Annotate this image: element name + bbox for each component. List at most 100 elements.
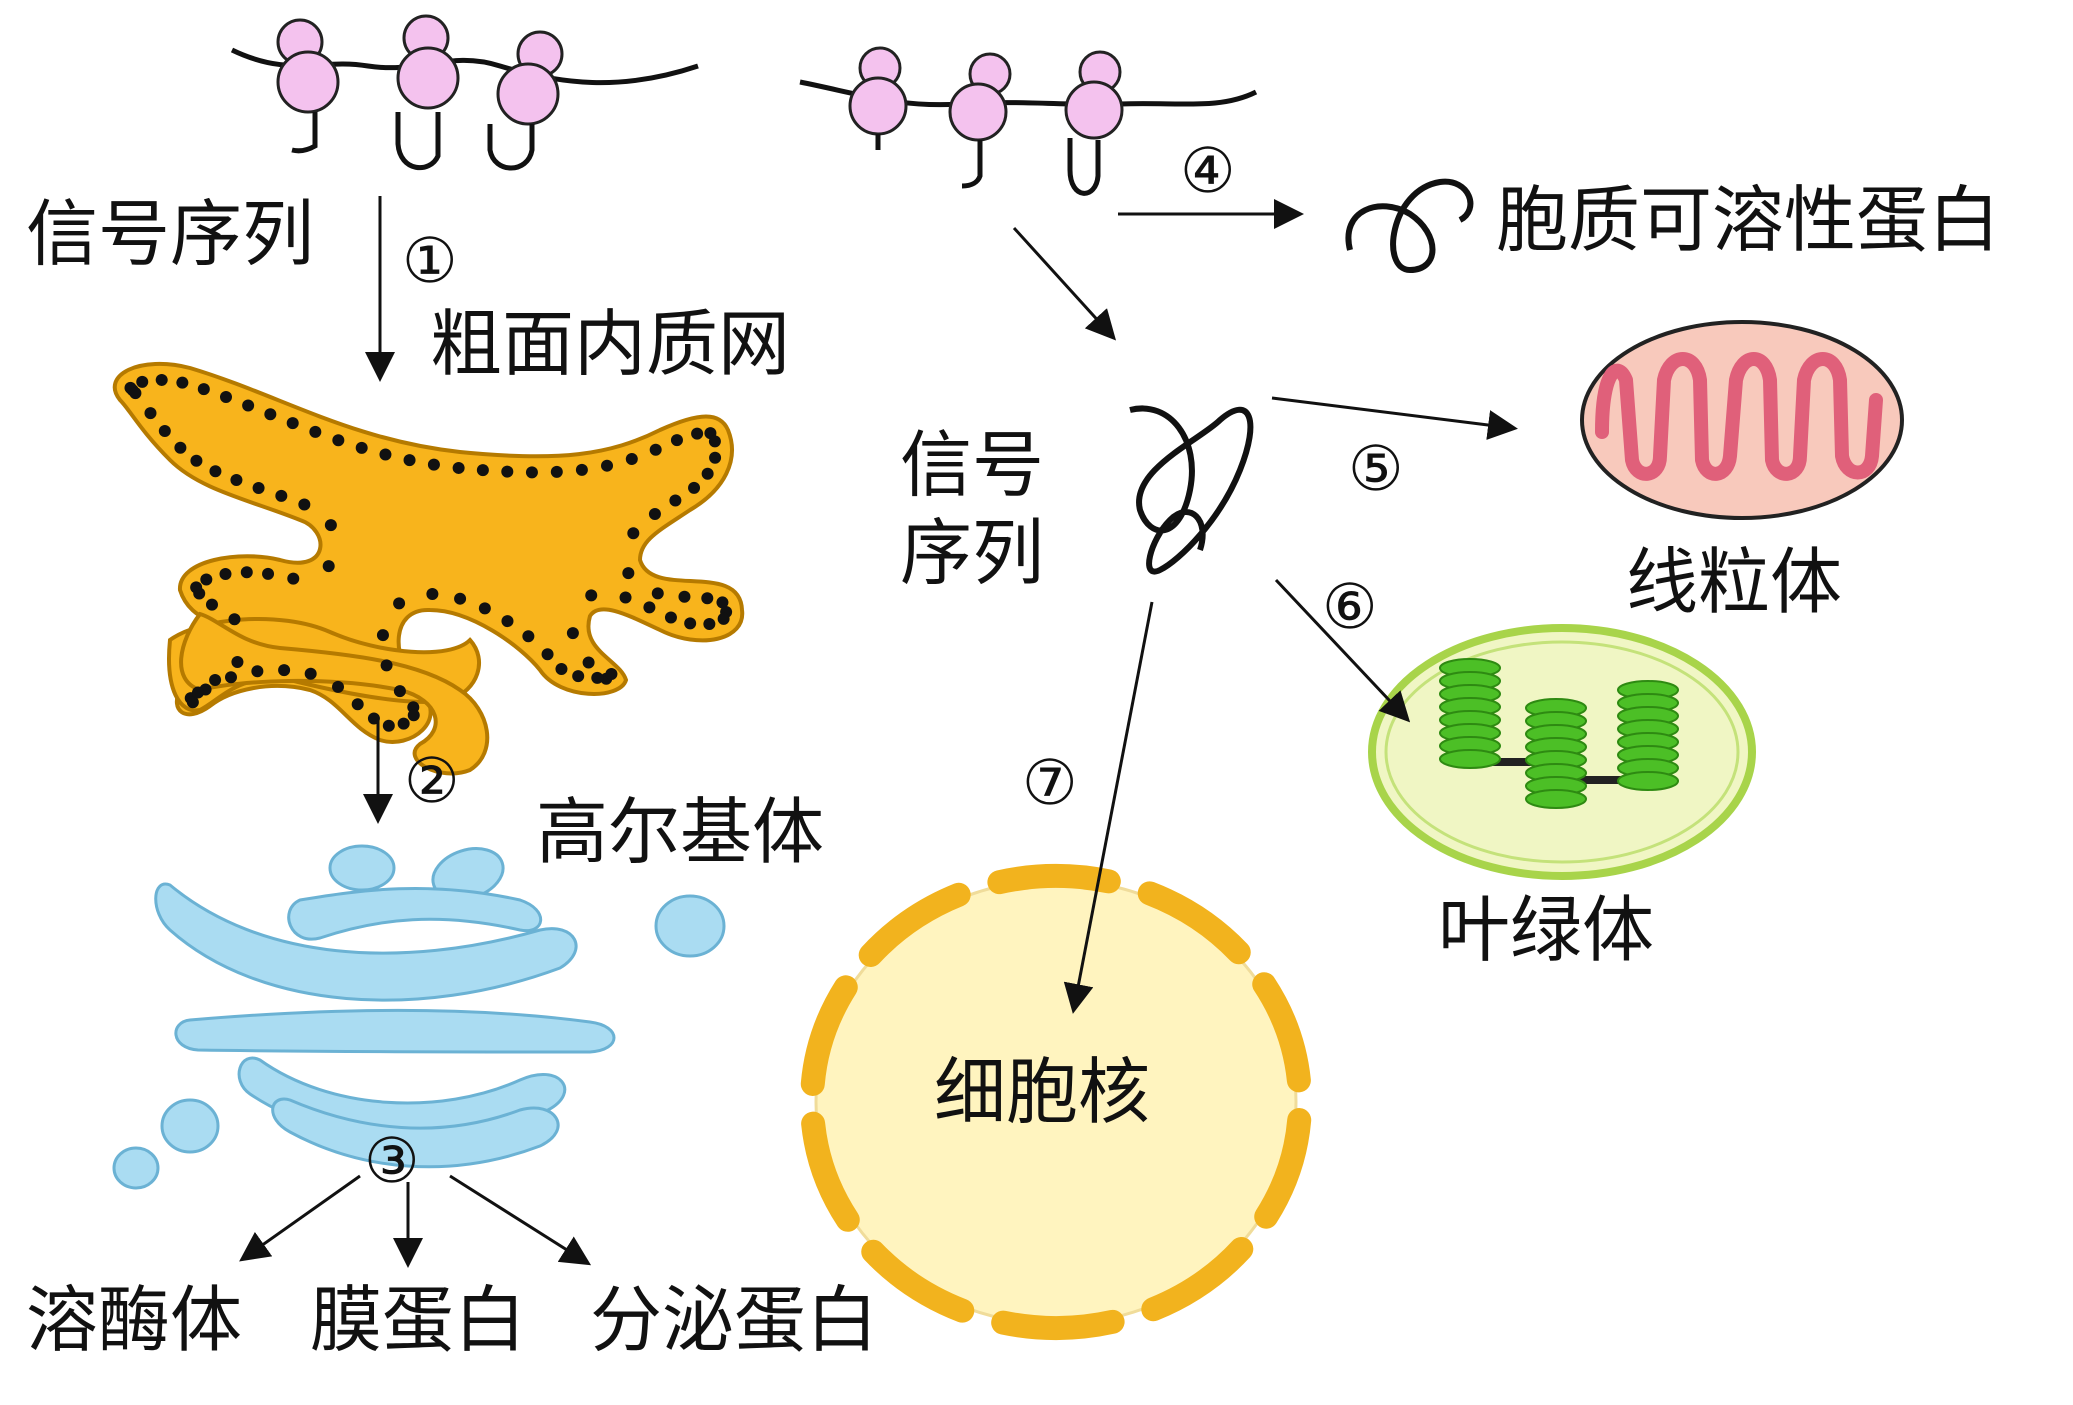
golgi-vesicle-lower-1 [160,1098,220,1154]
step-7-marker: ⑦ [1022,746,1078,819]
er-lower-tube [179,611,490,776]
er-ribosome-dot [619,591,632,604]
er-ribosome-dot [144,407,157,420]
er-ribosome-dot [190,581,203,594]
golgi-cisterna-2 [154,882,578,1002]
er-ribosome-dot [701,467,714,480]
er-ribosome-dot [228,613,241,626]
er-ribosome-dot [275,489,288,502]
er-ribosome-dot [403,454,416,467]
chloroplast-graphic [1368,624,1756,880]
label-cytosolic-protein: 胞质可溶性蛋白 [1496,178,2001,262]
step-4-marker: ④ [1180,134,1236,207]
ribosome-left-1 [276,18,340,114]
rough-er-graphic [112,362,745,776]
er-ribosome-dot [625,452,638,465]
thylakoid-disc [1525,789,1587,809]
nuclear-envelope-segment [801,1111,860,1232]
label-signal-sequence-left: 信号序列 [26,192,315,276]
polysome-left [230,14,699,171]
step-6-marker: ⑥ [1322,570,1378,643]
step-5-marker: ⑤ [1348,432,1404,505]
nuclear-envelope-segment [1254,1108,1312,1229]
er-ribosome-dot [688,481,701,494]
er-ribosome-dot [572,670,585,683]
er-ribosome-dot [555,663,568,676]
arrows [239,196,1518,1268]
er-ribosome-dot [691,427,704,440]
er-ribosome-dot [452,461,465,474]
er-ribosome-dot [525,466,538,479]
er-ribosome-dot [651,587,664,600]
er-ribosome-dot [251,665,264,678]
er-ribosome-dot [407,709,420,722]
er-ribosome-dot [197,383,210,396]
er-ribosome-dot [287,572,300,585]
er-ribosome-dot [426,588,439,601]
er-ribosome-dot [174,441,187,454]
er-ribosome-dot [708,435,721,448]
er-ribosome-dot [224,671,237,684]
step-3-marker: ③ [364,1124,420,1197]
signal-sequence-protein [1129,405,1254,575]
er-ribosome-dot [397,717,410,730]
er-ribosome-dot [382,719,395,732]
cytosolic-protein-squiggle [1345,178,1474,274]
nascent-chain-left-2 [395,112,441,171]
golgi-cisterna-3 [174,1009,616,1054]
er-ribosome-dot [716,596,729,609]
er-ribosome-dot [262,567,275,580]
er-ribosome-dot [190,454,203,467]
er-ribosome-dot [684,617,697,630]
er-ribosome-dot [209,465,222,478]
step-2-marker: ② [404,744,460,817]
er-ribosome-dot [393,685,406,698]
er-ribosome-dot [393,597,406,610]
er-ribosome-dot [476,464,489,477]
golgi-cisterna-5 [271,1097,560,1169]
er-ribosome-dot [322,560,335,573]
er-ribosome-dot [605,668,618,681]
nascent-chain-left-3 [487,124,535,171]
er-ribosome-dot [252,482,265,495]
er-ribosome-dot [501,465,514,478]
er-ribosome-dot [643,601,656,614]
er-ribosome-dot [478,602,491,615]
er-ribosome-dot [522,630,535,643]
nuclear-envelope-segment [1252,972,1311,1093]
golgi-vesicle-lower-2 [112,1146,160,1190]
er-ribosome-dot [678,590,691,603]
er-ribosome-dot [648,508,661,521]
mitochondrion-graphic [1580,320,1904,520]
er-ribosome-dot [669,494,682,507]
er-ribosome-dot [332,434,345,447]
er-ribosome-dot [240,566,253,579]
er-ribosome-dot [703,617,716,630]
er-ribosome-dot [205,598,218,611]
er-ribosome-dot [582,656,595,669]
er-ribosome-dot [575,463,588,476]
arrow-3-right [449,1174,592,1266]
nuclear-envelope [800,864,1312,1340]
er-ribosome-dot [304,667,317,680]
label-lysosome: 溶酶体 [26,1278,243,1362]
label-nucleus: 细胞核 [934,1050,1151,1134]
er-ribosome-dot [324,519,337,532]
arrow-6 [1274,578,1411,723]
nuclear-envelope-segment [991,1309,1125,1340]
chloroplast-inner-membrane [1384,640,1740,864]
nascent-chain-right-3 [1067,138,1101,196]
label-signal-sequence-center: 信号序列 [900,423,1045,595]
er-ribosome-dot [278,664,291,677]
nuclear-envelope-segment [800,975,858,1096]
arrow-7 [1063,601,1154,1014]
er-ribosome-dot [591,671,604,684]
nuclear-envelope-segment [987,864,1121,895]
nuclear-envelope-segment [1137,881,1251,965]
er-ribosome-dot [231,655,244,668]
ribosome-right-1 [848,46,908,136]
label-membrane-protein: 膜蛋白 [310,1278,527,1362]
er-ribosome-dot [717,612,730,625]
er-ribosome-dot [158,424,171,437]
label-rough-er: 粗面内质网 [430,302,791,386]
